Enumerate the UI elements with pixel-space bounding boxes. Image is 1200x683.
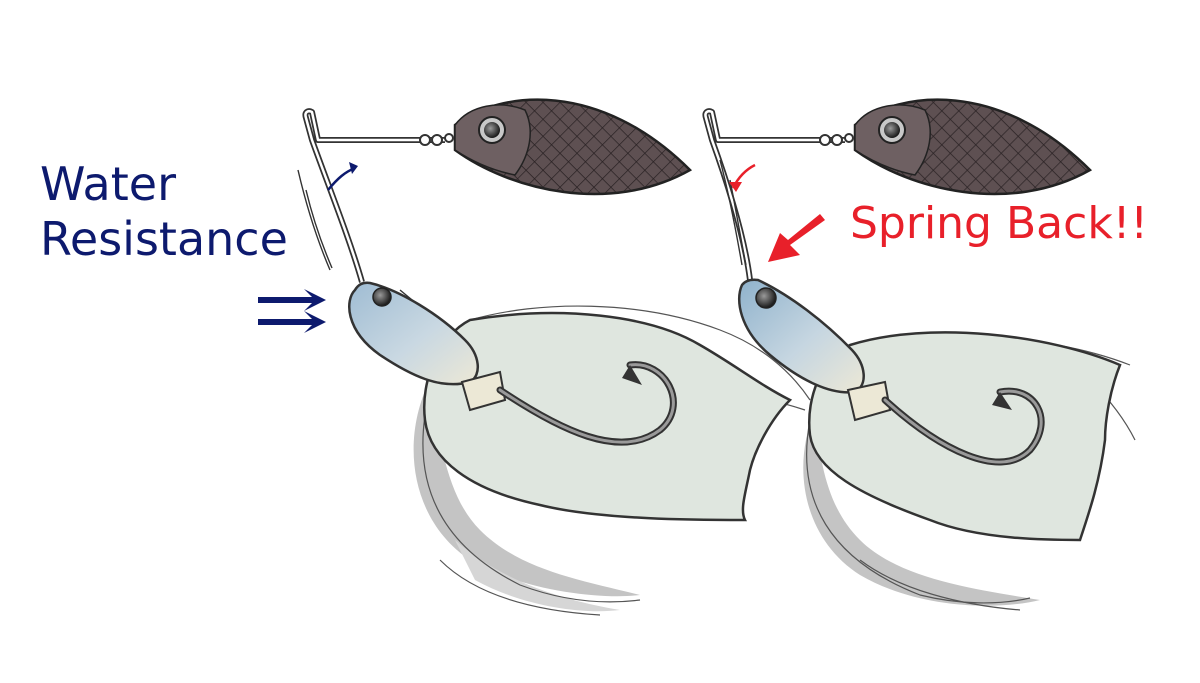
willow-blade-left	[453, 98, 693, 196]
jig-head-right	[738, 278, 865, 394]
skirt-left	[423, 311, 793, 522]
jig-head-left	[348, 281, 479, 386]
spring-back-arrow	[768, 214, 825, 262]
jig-eye-left	[372, 287, 392, 307]
skirt-shadow-right	[803, 410, 1040, 606]
lure-left	[297, 98, 811, 616]
label-spring-back: Spring Back!!	[850, 198, 1148, 249]
flow-arrow-bottom	[258, 311, 326, 333]
lure-right	[702, 98, 1136, 611]
skirt-right	[807, 331, 1122, 542]
swivel-left	[419, 133, 454, 146]
motion-arrow-left	[327, 166, 356, 191]
skirt-shadow-left	[413, 380, 640, 612]
water-flow-arrows	[258, 289, 326, 333]
label-water: Water	[40, 157, 176, 211]
label-resistance: Resistance	[40, 212, 288, 266]
jig-eye-right	[755, 287, 777, 309]
flow-arrow-top	[258, 289, 326, 311]
collar-right	[846, 380, 892, 422]
motion-lines-right	[719, 159, 747, 266]
swivel-right	[819, 133, 854, 146]
collar-left	[460, 370, 507, 412]
willow-blade-right	[853, 98, 1093, 196]
